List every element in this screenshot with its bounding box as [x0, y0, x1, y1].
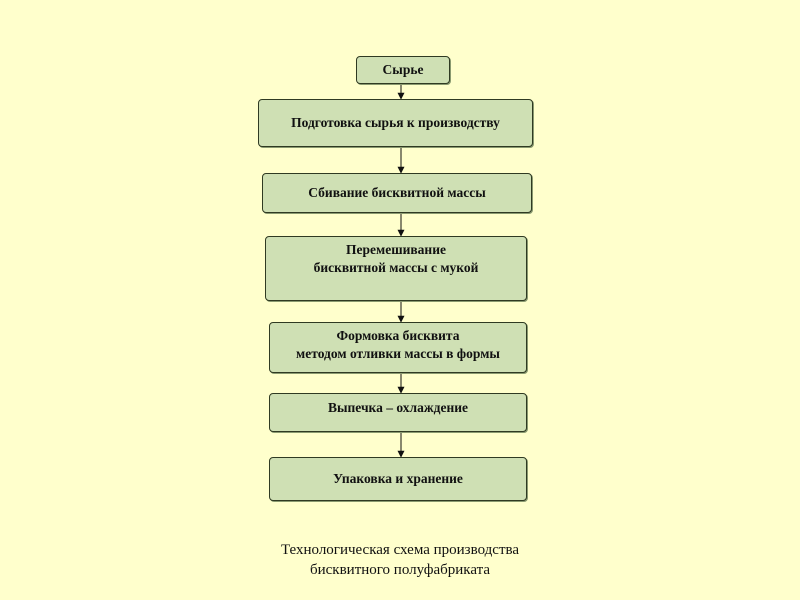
step-label-line-1: Перемешивание	[346, 242, 446, 257]
diagram-caption: Технологическая схема производства бискв…	[150, 540, 650, 580]
step-mixing: Перемешивание бисквитной массы с мукой	[265, 236, 527, 301]
step-label: Упаковка и хранение	[333, 471, 463, 486]
step-packing-storage: Упаковка и хранение	[269, 457, 527, 501]
caption-line-2: бисквитного полуфабриката	[309, 562, 491, 578]
step-label-line-2: методом отливки массы в формы	[296, 346, 500, 361]
step-label: Выпечка – охлаждение	[327, 400, 469, 415]
step-label: Подготовка сырья к производству	[291, 115, 500, 130]
step-label: Сбивание бисквитной массы	[308, 185, 486, 200]
step-label-line-2: бисквитной массы с мукой	[313, 260, 479, 275]
step-baking-cooling: Выпечка – охлаждение	[269, 393, 527, 432]
step-molding: Формовка бисквита методом отливки массы …	[269, 322, 527, 373]
step-label-line-1: Формовка бисквита	[336, 328, 460, 343]
step-preparation: Подготовка сырья к производству	[258, 99, 533, 147]
step-whipping: Сбивание бисквитной массы	[262, 173, 532, 213]
step-raw-materials: Сырье	[356, 56, 450, 84]
caption-line-1: Технологическая схема производства	[280, 542, 520, 558]
step-label: Сырье	[382, 62, 424, 77]
